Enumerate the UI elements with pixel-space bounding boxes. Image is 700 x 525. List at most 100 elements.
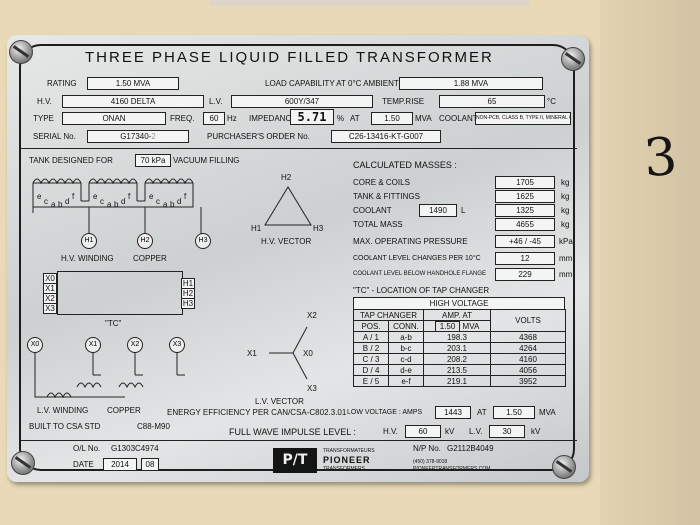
tap-conn: b-c xyxy=(388,342,424,354)
mass-coolant-liters-unit: L xyxy=(461,206,466,215)
lv-vector-wye xyxy=(269,326,308,380)
coolant-level-change-label: COOLANT LEVEL CHANGES PER 10°C xyxy=(353,255,481,262)
impedance-at-label: AT xyxy=(350,114,360,123)
low-voltage-label: LOW VOLTAGE : AMPS xyxy=(347,409,423,416)
np-no-value: G2112B4049 xyxy=(447,444,494,453)
winding-letter-13: e xyxy=(149,192,154,201)
tap-amp: 208.2 xyxy=(423,353,491,365)
nameplate: THREE PHASE LIQUID FILLED TRANSFORMER RA… xyxy=(7,35,589,482)
logo-line1: TRANSFORMATEURS xyxy=(323,448,375,454)
hv-vector-label: H.V. VECTOR xyxy=(261,237,312,246)
freq-unit: Hz xyxy=(227,114,237,123)
built-to-value: C88-M90 xyxy=(137,422,170,431)
tap-amp: 203.1 xyxy=(423,342,491,354)
purchaser-order-value: C26-13416-KT-G007 xyxy=(331,130,441,143)
winding-letter-3: a xyxy=(51,200,56,209)
serial-value: G17340- xyxy=(120,132,152,141)
tank-suffix: VACUUM FILLING xyxy=(173,156,240,165)
lv-winding-diagram xyxy=(34,345,185,399)
low-voltage-at-label: AT xyxy=(477,408,487,417)
amp-unit: MVA xyxy=(462,321,480,331)
low-voltage-unit: MVA xyxy=(539,408,556,417)
mass-core-value: 1705 xyxy=(495,176,555,189)
date-year: 2014 xyxy=(103,458,137,471)
lv-terminal-x3: X3 xyxy=(169,337,185,353)
hv-winding-label: H.V. WINDING xyxy=(61,254,114,263)
tap-amp: 213.5 xyxy=(423,364,491,376)
logo-web: PIONEERTRANSFORMERS.COM xyxy=(413,466,491,472)
mass-core-unit: kg xyxy=(561,178,570,187)
mass-tank-value: 1625 xyxy=(495,190,555,203)
impulse-hv-label: H.V. xyxy=(383,427,398,436)
masses-title: CALCULATED MASSES : xyxy=(353,160,457,170)
hv-terminal-h2: H2 xyxy=(137,233,153,249)
tap-conn: d-e xyxy=(388,364,424,376)
tc-left-x3: X3 xyxy=(43,303,57,314)
coolant-level-handhole-label: COOLANT LEVEL BELOW HANDHOLE FLANGE xyxy=(353,271,487,277)
lv-winding-label: L.V. WINDING xyxy=(37,406,89,415)
impulse-hv-value: 60 xyxy=(405,425,441,438)
tap-amp: 219.1 xyxy=(423,375,491,387)
tap-pos: C / 3 xyxy=(353,353,389,365)
lv-vector-left: X1 xyxy=(247,349,257,358)
low-voltage-value: 1443 xyxy=(435,406,471,419)
max-pressure-label: MAX. OPERATING PRESSURE xyxy=(353,237,468,246)
mass-coolant-label: COOLANT xyxy=(353,206,392,215)
pioneer-logo-icon: P/T xyxy=(273,448,317,473)
coolant-level-handhole-unit: mm xyxy=(559,270,573,279)
tap-changer-header: TAP CHANGER xyxy=(353,309,424,321)
winding-letter-5: d xyxy=(65,197,70,206)
mass-total-value: 4655 xyxy=(495,218,555,231)
hv-terminal-h3: H3 xyxy=(195,233,211,249)
mass-coolant-value: 1325 xyxy=(495,204,555,217)
ol-no-label: O/L No. xyxy=(73,444,101,453)
efficiency-label: ENERGY EFFICIENCY PER CAN/CSA-C802.3.01 xyxy=(167,408,347,417)
tap-changer-title: "TC" - LOCATION OF TAP CHANGER xyxy=(353,286,490,295)
wall-shadow xyxy=(600,0,700,525)
lv-label: L.V. xyxy=(209,97,223,106)
tc-box xyxy=(57,271,183,315)
rating-value: 1.50 MVA xyxy=(87,77,179,90)
type-value: ONAN xyxy=(62,112,166,125)
winding-letter-14: c xyxy=(156,197,160,206)
winding-letter-6: f xyxy=(72,192,75,201)
purchaser-order-label: PURCHASER'S ORDER No. xyxy=(207,132,310,141)
temp-rise-unit: °C xyxy=(547,97,556,106)
background-strip xyxy=(210,0,530,6)
lv-terminal-x1: X1 xyxy=(85,337,101,353)
temp-rise-label: TEMP.RISE xyxy=(382,97,425,106)
rating-label: RATING xyxy=(47,79,77,88)
winding-letter-17: d xyxy=(177,197,182,206)
amp-header: AMP. AT xyxy=(423,309,491,321)
hv-vector-top: H2 xyxy=(281,173,292,182)
impedance-value: 5.71 xyxy=(290,109,334,125)
handwritten-number: 3 xyxy=(641,126,680,190)
logo-line3: TRANSFORMERS xyxy=(323,466,365,472)
impedance-at-unit: MVA xyxy=(415,114,432,123)
coolant-value: NON-PCB, CLASS B, TYPE II, MINERAL OIL xyxy=(475,112,571,125)
impulse-lv-value: 30 xyxy=(489,425,525,438)
tap-pos: E / 5 xyxy=(353,375,389,387)
ol-no-value: G1303C4974 xyxy=(111,444,159,453)
coolant-level-change-unit: mm xyxy=(559,254,573,263)
hv-winding-diagram xyxy=(32,178,202,237)
tc-label: "TC" xyxy=(105,319,122,328)
impedance-unit: % xyxy=(337,114,345,123)
tap-conn: a-b xyxy=(388,331,424,343)
tank-label: TANK DESIGNED FOR xyxy=(29,156,113,165)
winding-letter-2: c xyxy=(44,197,48,206)
lv-terminal-x2: X2 xyxy=(127,337,143,353)
winding-letter-1: e xyxy=(37,192,42,201)
mass-coolant-liters: 1490 xyxy=(419,204,457,217)
plate-title: THREE PHASE LIQUID FILLED TRANSFORMER xyxy=(85,49,494,66)
winding-letter-15: a xyxy=(163,200,168,209)
conn-header: CONN. xyxy=(388,320,424,332)
mass-total-label: TOTAL MASS xyxy=(353,220,403,229)
impulse-lv-label: L.V. xyxy=(469,427,483,436)
coolant-label: COOLANT xyxy=(439,114,478,123)
screw-bottom-right xyxy=(552,455,576,479)
tap-volts: 4264 xyxy=(490,342,566,354)
